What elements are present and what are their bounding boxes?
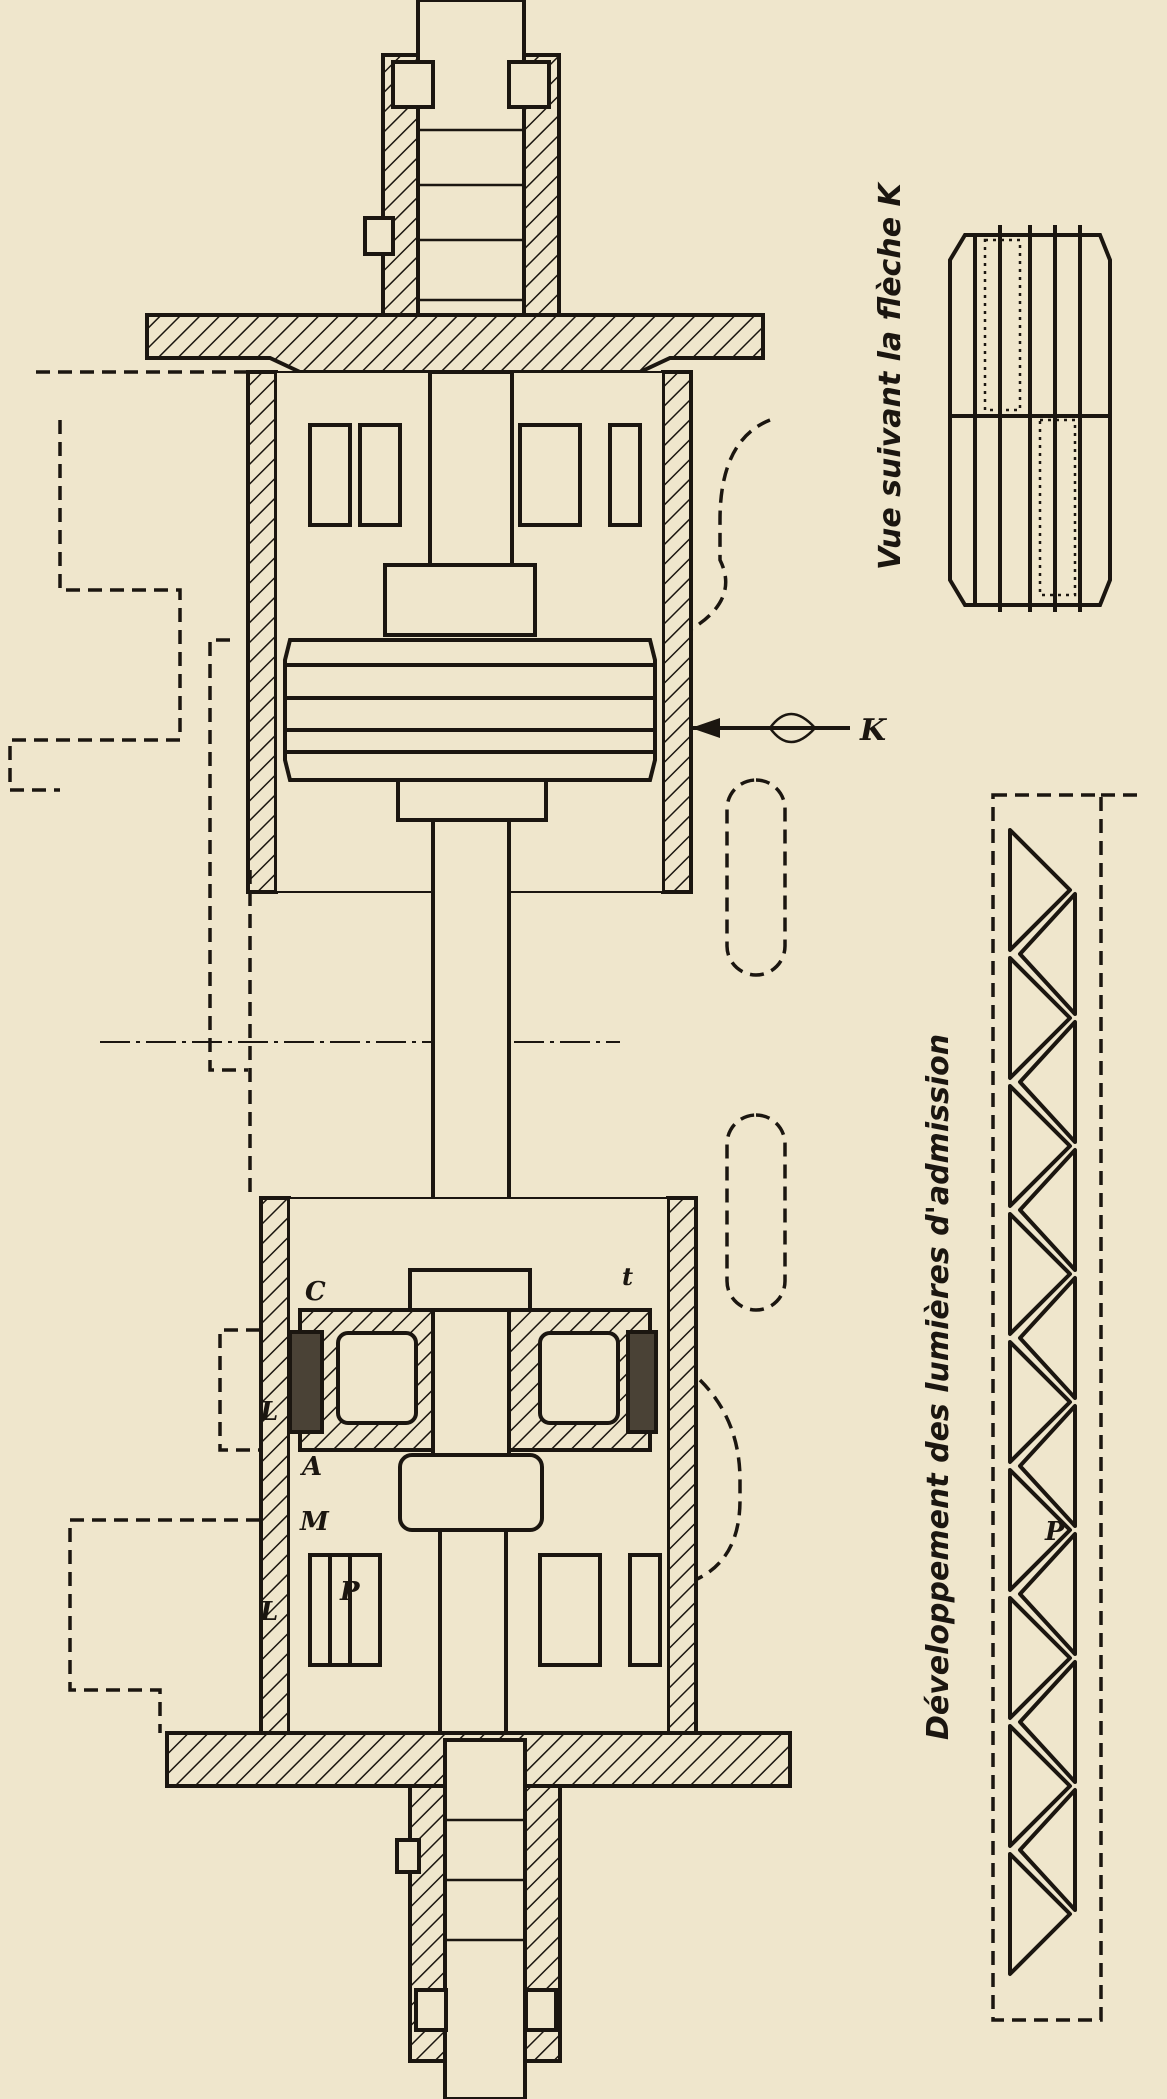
lower-cylinder: [259, 1196, 698, 1742]
port-triangle-left: [1008, 1212, 1072, 1336]
view-k-caption: Vue suivant la flèche K: [873, 181, 908, 570]
port-triangle-left: [1008, 1084, 1072, 1208]
label-t: t: [622, 1262, 633, 1291]
port-triangle-right: [1018, 1788, 1077, 1912]
label-p-development: P: [1044, 1517, 1066, 1547]
upper-piston: [283, 638, 657, 782]
label-p-section: P: [339, 1577, 361, 1607]
hidden-outlines: [8, 370, 787, 1733]
top-flange: [145, 313, 765, 374]
port-triangles: [1008, 828, 1077, 1976]
label-c: C: [305, 1277, 326, 1307]
port-triangle-right: [1018, 1276, 1077, 1400]
arrow-k: K: [691, 712, 888, 748]
upper-cylinder: [246, 370, 693, 894]
port-triangle-right: [1018, 1148, 1077, 1272]
port-triangle-right: [1018, 1660, 1077, 1784]
port-triangle-right: [1018, 1404, 1077, 1528]
port-triangle-left: [1008, 956, 1072, 1080]
port-triangle-right: [1018, 892, 1077, 1016]
port-triangle-left: [1008, 1468, 1072, 1592]
label-k: K: [859, 713, 888, 748]
label-a: A: [299, 1452, 322, 1482]
label-m: M: [299, 1507, 330, 1537]
bottom-bearing-housing: [395, 1738, 562, 2099]
port-triangle-left: [1008, 1596, 1072, 1720]
port-triangle-left: [1008, 828, 1072, 952]
view-along-arrow-k: Vue suivant la flèche K: [873, 181, 1112, 612]
development-caption: Développement des lumières d'admission: [921, 1034, 956, 1740]
port-triangle-left: [1008, 1724, 1072, 1848]
port-triangle-right: [1018, 1532, 1077, 1656]
inlet-ports-development: P Développement des lumières d'admission: [921, 793, 1140, 2022]
port-triangle-right: [1018, 1020, 1077, 1144]
port-triangle-left: [1008, 1340, 1072, 1464]
label-l-upper: L: [259, 1397, 278, 1427]
label-l-lower: L: [259, 1597, 278, 1627]
port-triangle-left: [1008, 1852, 1072, 1976]
